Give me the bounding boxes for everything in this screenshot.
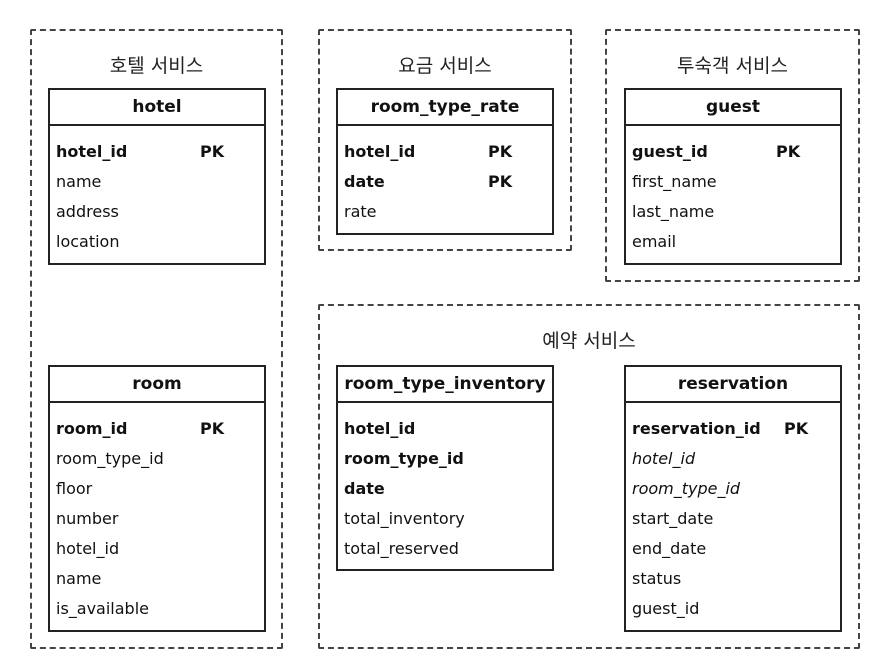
reservation-table: reservation reservation_id PK hotel_id r… — [624, 365, 842, 632]
field-name: hotel_id — [632, 449, 696, 468]
room-table: room room_id PK room_type_id floor numbe… — [48, 365, 266, 632]
field-row: reservation_id PK — [626, 414, 840, 444]
field-row: end_date — [626, 534, 840, 564]
field-row: number — [50, 504, 264, 534]
field-name: room_type_id — [632, 479, 741, 498]
pk-label: PK — [200, 142, 225, 161]
reservation-service-title: 예약 서비스 — [542, 330, 636, 352]
field-row: date — [338, 474, 552, 504]
field-row: room_type_id — [626, 474, 840, 504]
field-name: hotel_id — [56, 142, 128, 161]
field-name: start_date — [632, 509, 714, 528]
pk-label: PK — [776, 142, 801, 161]
field-name: room_id — [56, 419, 128, 438]
field-name: hotel_id — [344, 419, 416, 438]
field-name: status — [632, 569, 682, 588]
pk-label: PK — [488, 142, 513, 161]
table-title: guest — [626, 90, 840, 126]
field-row: guest_id PK — [626, 137, 840, 167]
field-name: number — [56, 509, 119, 528]
table-title: hotel — [50, 90, 264, 126]
field-name: room_type_id — [344, 449, 464, 468]
room-type-inventory-table: room_type_inventory hotel_id room_type_i… — [336, 365, 554, 571]
field-row: name — [50, 564, 264, 594]
table-title: room_type_rate — [338, 90, 552, 126]
field-row: start_date — [626, 504, 840, 534]
field-row: room_id PK — [50, 414, 264, 444]
pk-label: PK — [488, 172, 513, 191]
hotel-table: hotel hotel_id PK name address location — [48, 88, 266, 265]
field-row: first_name — [626, 167, 840, 197]
field-row: total_inventory — [338, 504, 552, 534]
field-row: hotel_id PK — [50, 137, 264, 167]
field-row: status — [626, 564, 840, 594]
field-row: hotel_id — [50, 534, 264, 564]
field-name: end_date — [632, 539, 707, 558]
table-title: room_type_inventory — [338, 367, 552, 403]
hotel-service-group: 호텔 서비스 — [30, 29, 283, 649]
hotel-service-title: 호텔 서비스 — [109, 55, 204, 77]
field-name: date — [344, 172, 385, 191]
field-row: floor — [50, 474, 264, 504]
table-title: room — [50, 367, 264, 403]
field-row: total_reserved — [338, 534, 552, 564]
table-title: reservation — [626, 367, 840, 403]
field-name: hotel_id — [344, 142, 416, 161]
pk-label: PK — [200, 419, 225, 438]
rate-service-group: 요금 서비스 — [318, 29, 572, 251]
field-name: reservation_id — [632, 419, 761, 438]
field-name: is_available — [56, 599, 149, 618]
guest-service-group: 투숙객 서비스 — [605, 29, 860, 282]
field-row: email — [626, 227, 840, 257]
field-row: is_available — [50, 594, 264, 624]
reservation-service-group: 예약 서비스 — [318, 304, 860, 649]
field-row: guest_id — [626, 594, 840, 624]
field-row: location — [50, 227, 264, 257]
field-row: hotel_id PK — [338, 137, 552, 167]
room-type-rate-table: room_type_rate hotel_id PK date PK rate — [336, 88, 554, 235]
field-name: last_name — [632, 202, 715, 221]
field-name: total_reserved — [344, 539, 459, 558]
field-row: hotel_id — [338, 414, 552, 444]
field-name: name — [56, 172, 102, 191]
field-name: hotel_id — [56, 539, 120, 558]
field-row: room_type_id — [50, 444, 264, 474]
field-name: guest_id — [632, 599, 700, 618]
field-name: name — [56, 569, 102, 588]
guest-service-title: 투숙객 서비스 — [677, 55, 788, 77]
guest-table: guest guest_id PK first_name last_name e… — [624, 88, 842, 265]
field-name: location — [56, 232, 120, 251]
rate-service-title: 요금 서비스 — [398, 55, 492, 77]
field-row: last_name — [626, 197, 840, 227]
field-name: total_inventory — [344, 509, 465, 528]
field-name: rate — [344, 202, 377, 221]
field-row: rate — [338, 197, 552, 227]
field-name: address — [56, 202, 119, 221]
field-row: address — [50, 197, 264, 227]
field-name: email — [632, 232, 677, 251]
field-name: room_type_id — [56, 449, 164, 468]
field-name: date — [344, 479, 385, 498]
pk-label: PK — [784, 419, 809, 438]
field-name: floor — [56, 479, 93, 498]
field-row: room_type_id — [338, 444, 552, 474]
field-row: date PK — [338, 167, 552, 197]
field-name: guest_id — [632, 142, 708, 161]
field-name: first_name — [632, 172, 717, 191]
field-row: name — [50, 167, 264, 197]
field-row: hotel_id — [626, 444, 840, 474]
